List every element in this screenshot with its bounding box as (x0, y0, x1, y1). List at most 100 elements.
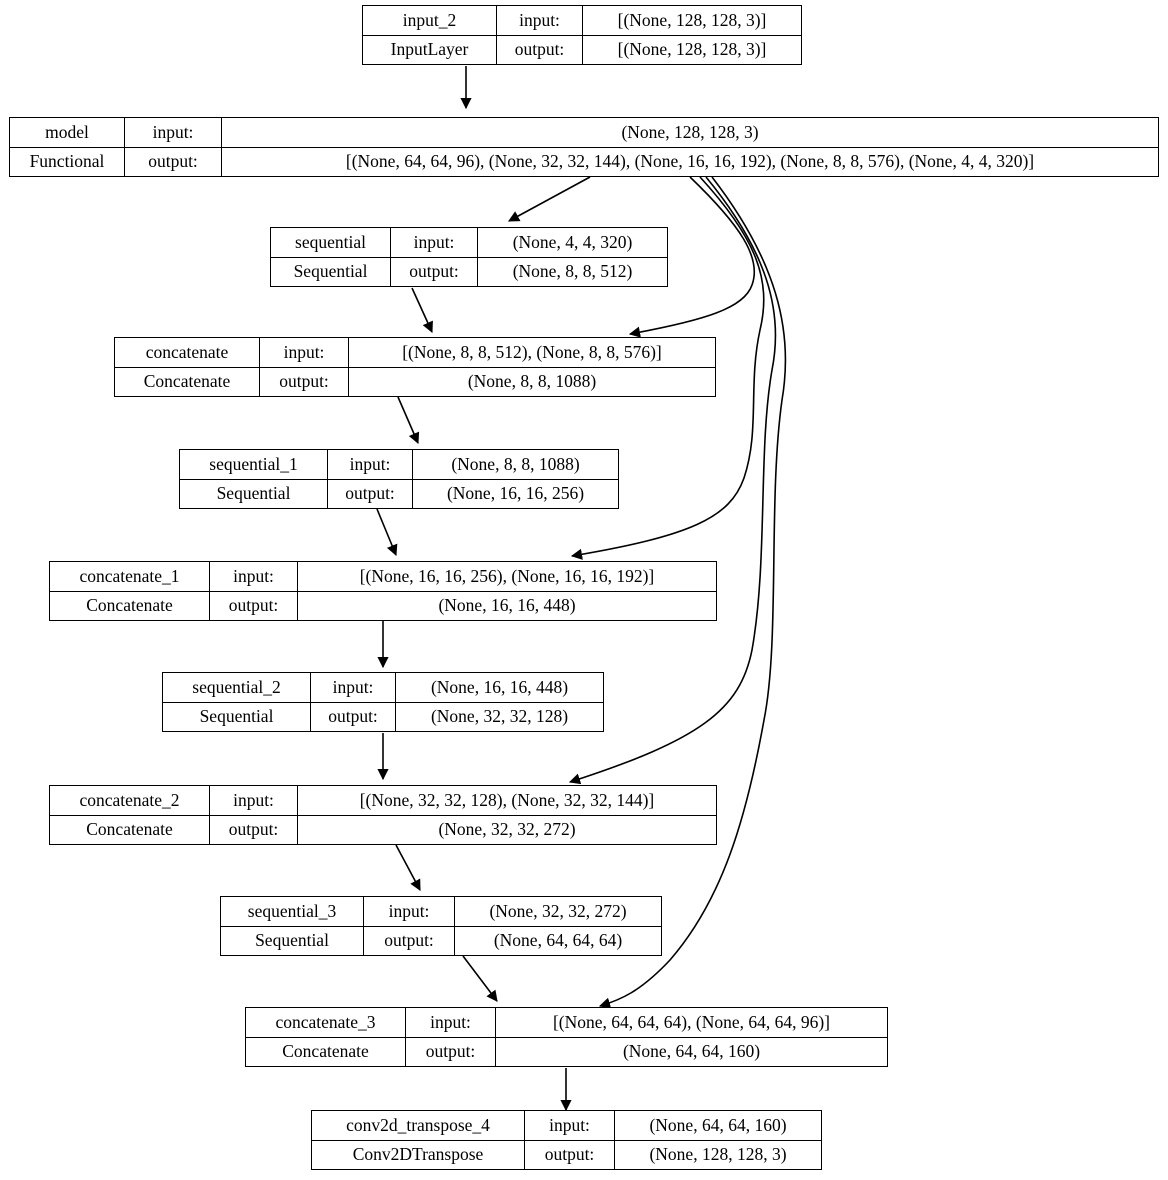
node-model-layer-name: model (10, 118, 125, 147)
node-sequential_2-row-input: sequential_2 input: (None, 16, 16, 448) (163, 673, 603, 703)
node-model-input-shape: (None, 128, 128, 3) (621, 121, 759, 142)
node-concatenate_3-layer-class: Concatenate (246, 1037, 406, 1066)
node-input_2-output-label: output: (497, 35, 583, 64)
node-sequential-row-output: Sequential output: (None, 8, 8, 512) (271, 257, 667, 286)
node-concatenate_2-input-label: input: (210, 786, 298, 815)
node-sequential_2-row-output: Sequential output: (None, 32, 32, 128) (163, 702, 603, 731)
node-concatenate_3-layer-name: concatenate_3 (246, 1008, 406, 1037)
node-conv2d_transpose_4[interactable]: conv2d_transpose_4 input: (None, 64, 64,… (311, 1110, 822, 1170)
node-concatenate-output-label: output: (260, 367, 349, 396)
node-concatenate_3-row-output: Concatenate output: (None, 64, 64, 160) (246, 1037, 887, 1066)
node-concatenate_1-row-input: concatenate_1 input: [(None, 16, 16, 256… (50, 562, 716, 592)
node-sequential_3[interactable]: sequential_3 input: (None, 32, 32, 272) … (220, 896, 662, 956)
node-sequential_2[interactable]: sequential_2 input: (None, 16, 16, 448) … (162, 672, 604, 732)
node-concatenate-row-input: concatenate input: [(None, 8, 8, 512), (… (115, 338, 715, 368)
node-conv2d_transpose_4-input-label: input: (525, 1111, 615, 1140)
node-concatenate-row-output: Concatenate output: (None, 8, 8, 1088) (115, 367, 715, 396)
node-sequential_1-input-label: input: (328, 450, 413, 479)
node-sequential_2-output-label: output: (311, 702, 396, 731)
node-concatenate_2-layer-name: concatenate_2 (50, 786, 210, 815)
node-concatenate_2-output-shape: (None, 32, 32, 272) (438, 819, 576, 839)
node-concatenate_1-input-shape: [(None, 16, 16, 256), (None, 16, 16, 192… (359, 565, 655, 586)
node-concatenate_2-row-output: Concatenate output: (None, 32, 32, 272) (50, 815, 716, 844)
node-concatenate_1-layer-name: concatenate_1 (50, 562, 210, 591)
edge-sequential-1-to-concatenate-1 (376, 508, 398, 557)
node-conv2d_transpose_4-row-input: conv2d_transpose_4 input: (None, 64, 64,… (312, 1111, 821, 1141)
edge-sequential-to-concatenate (411, 287, 433, 334)
edge-concatenate-to-sequential-1 (397, 396, 420, 445)
node-sequential-input-shape: (None, 4, 4, 320) (512, 231, 633, 252)
node-model-row-output: Functional output: [(None, 64, 64, 96), … (10, 147, 1158, 176)
node-sequential_3-row-input: sequential_3 input: (None, 32, 32, 272) (221, 897, 661, 927)
node-sequential_1-row-input: sequential_1 input: (None, 8, 8, 1088) (180, 450, 618, 480)
node-concatenate_1-row-output: Concatenate output: (None, 16, 16, 448) (50, 591, 716, 620)
node-conv2d_transpose_4-output-shape: (None, 128, 128, 3) (649, 1144, 787, 1164)
node-sequential_1-layer-class: Sequential (180, 479, 328, 508)
node-concatenate-input-shape: [(None, 8, 8, 512), (None, 8, 8, 576)] (402, 341, 662, 362)
node-concatenate-output-shape: (None, 8, 8, 1088) (467, 371, 597, 391)
node-sequential_3-output-label: output: (364, 926, 455, 955)
node-concatenate_3-input-label: input: (406, 1008, 496, 1037)
node-concatenate_1-output-label: output: (210, 591, 298, 620)
node-conv2d_transpose_4-row-output: Conv2DTranspose output: (None, 128, 128,… (312, 1140, 821, 1169)
node-sequential_1-input-shape: (None, 8, 8, 1088) (451, 453, 580, 474)
node-model-output-shape: [(None, 64, 64, 96), (None, 32, 32, 144)… (345, 151, 1035, 171)
node-input_2-layer-class: InputLayer (363, 35, 497, 64)
node-concatenate-layer-name: concatenate (115, 338, 260, 367)
node-sequential_3-input-label: input: (364, 897, 455, 926)
node-input_2-layer-name: input_2 (363, 6, 497, 35)
node-concatenate_2-input-shape: [(None, 32, 32, 128), (None, 32, 32, 144… (359, 789, 655, 810)
node-sequential_3-output-shape: (None, 64, 64, 64) (493, 930, 623, 950)
node-sequential_1-output-shape: (None, 16, 16, 256) (446, 483, 585, 503)
edge-model-to-sequential (508, 176, 591, 222)
node-concatenate_2-output-label: output: (210, 815, 298, 844)
node-input_2-row-output: InputLayer output: [(None, 128, 128, 3)] (363, 35, 801, 64)
node-sequential_1-layer-name: sequential_1 (180, 450, 328, 479)
node-concatenate_1[interactable]: concatenate_1 input: [(None, 16, 16, 256… (49, 561, 717, 621)
node-sequential_1[interactable]: sequential_1 input: (None, 8, 8, 1088) S… (179, 449, 619, 509)
node-input_2-row-input: input_2 input: [(None, 128, 128, 3)] (363, 6, 801, 36)
node-sequential_2-layer-class: Sequential (163, 702, 311, 731)
node-concatenate_3[interactable]: concatenate_3 input: [(None, 64, 64, 64)… (245, 1007, 888, 1067)
node-sequential-output-shape: (None, 8, 8, 512) (512, 261, 633, 281)
node-sequential_3-input-shape: (None, 32, 32, 272) (489, 900, 627, 921)
node-model-output-label: output: (125, 147, 222, 176)
node-sequential_2-input-shape: (None, 16, 16, 448) (430, 676, 569, 697)
node-sequential-layer-class: Sequential (271, 257, 391, 286)
node-input_2-output-shape: [(None, 128, 128, 3)] (617, 39, 767, 59)
node-concatenate-layer-class: Concatenate (115, 367, 260, 396)
node-model-row-input: model input: (None, 128, 128, 3) (10, 118, 1158, 148)
node-sequential_2-output-shape: (None, 32, 32, 128) (430, 706, 569, 726)
node-concatenate_1-output-shape: (None, 16, 16, 448) (438, 595, 576, 615)
node-sequential_1-output-label: output: (328, 479, 413, 508)
node-conv2d_transpose_4-output-label: output: (525, 1140, 615, 1169)
node-sequential_2-input-label: input: (311, 673, 396, 702)
node-sequential-layer-name: sequential (271, 228, 391, 257)
node-sequential_1-row-output: Sequential output: (None, 16, 16, 256) (180, 479, 618, 508)
node-model-input-label: input: (125, 118, 222, 147)
node-sequential-output-label: output: (391, 257, 478, 286)
node-sequential_3-layer-class: Sequential (221, 926, 364, 955)
node-sequential-input-label: input: (391, 228, 478, 257)
node-concatenate_3-output-shape: (None, 64, 64, 160) (622, 1041, 761, 1061)
node-conv2d_transpose_4-layer-class: Conv2DTranspose (312, 1140, 525, 1169)
node-concatenate-input-label: input: (260, 338, 349, 367)
node-conv2d_transpose_4-input-shape: (None, 64, 64, 160) (649, 1114, 787, 1135)
node-input_2-input-shape: [(None, 128, 128, 3)] (617, 9, 767, 30)
edge-sequential-3-to-concatenate-3 (462, 955, 498, 1002)
node-concatenate_1-input-label: input: (210, 562, 298, 591)
node-sequential_3-layer-name: sequential_3 (221, 897, 364, 926)
node-concatenate_3-row-input: concatenate_3 input: [(None, 64, 64, 64)… (246, 1008, 887, 1038)
node-concatenate_2[interactable]: concatenate_2 input: [(None, 32, 32, 128… (49, 785, 717, 845)
node-model[interactable]: model input: (None, 128, 128, 3) Functio… (9, 117, 1159, 177)
node-concatenate_2-row-input: concatenate_2 input: [(None, 32, 32, 128… (50, 786, 716, 816)
node-concatenate[interactable]: concatenate input: [(None, 8, 8, 512), (… (114, 337, 716, 397)
node-sequential[interactable]: sequential input: (None, 4, 4, 320) Sequ… (270, 227, 668, 287)
node-sequential_3-row-output: Sequential output: (None, 64, 64, 64) (221, 926, 661, 955)
node-concatenate_2-layer-class: Concatenate (50, 815, 210, 844)
node-input_2[interactable]: input_2 input: [(None, 128, 128, 3)] Inp… (362, 5, 802, 65)
edge-concatenate-2-to-sequential-3 (395, 844, 421, 891)
node-concatenate_3-input-shape: [(None, 64, 64, 64), (None, 64, 64, 96)] (552, 1011, 831, 1032)
node-sequential-row-input: sequential input: (None, 4, 4, 320) (271, 228, 667, 258)
